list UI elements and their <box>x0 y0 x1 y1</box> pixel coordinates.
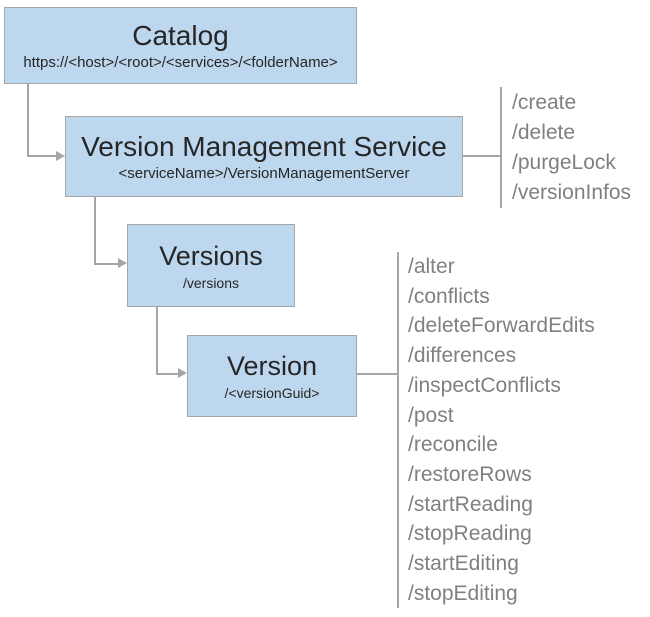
node-versions: Versions /versions <box>127 224 295 307</box>
arrow-right-icon <box>178 368 187 378</box>
operation-item: /versionInfos <box>512 181 632 204</box>
node-catalog-title: Catalog <box>132 19 229 51</box>
connector-catalog-to-vms <box>27 84 57 157</box>
arrow-right-icon <box>56 151 65 161</box>
node-catalog: Catalog https://<host>/<root>/<services>… <box>4 7 357 84</box>
node-versions-title: Versions <box>159 240 263 271</box>
operation-item: /create <box>512 91 577 114</box>
operation-item: /stopEditing <box>408 581 518 605</box>
operation-item: /inspectConflicts <box>408 373 561 397</box>
node-version-title: Version <box>226 351 318 381</box>
node-version: Version /<versionGuid> <box>187 335 357 417</box>
ops-list-version-management-service: /create/delete/purgeLock/versionInfos <box>512 88 631 208</box>
operation-item: /conflicts <box>408 284 490 308</box>
ops-bracket-version <box>397 252 399 608</box>
node-catalog-url-template: https://<host>/<root>/<services>/<folder… <box>23 53 338 71</box>
operation-item: /deleteForwardEdits <box>408 314 595 338</box>
node-version-management-service-url-template: <serviceName>/VersionManagementServer <box>118 164 410 182</box>
connector-vms-to-versions <box>94 197 119 265</box>
operation-item: /stopReading <box>408 522 532 546</box>
arrow-right-icon <box>118 258 127 268</box>
operation-item: /alter <box>408 255 455 278</box>
node-version-management-service-title: Version Management Service <box>81 130 447 162</box>
operation-item: /startEditing <box>408 552 519 576</box>
operation-item: /delete <box>512 121 576 144</box>
connector-versions-to-version <box>156 307 179 375</box>
operation-item: /purgeLock <box>512 151 616 174</box>
connector-vms-to-ops <box>463 155 501 157</box>
operation-item: /startReading <box>408 492 533 516</box>
ops-list-version: /alter/conflicts/deleteForwardEdits/diff… <box>408 252 595 608</box>
node-version-url-template: /<versionGuid> <box>224 385 320 401</box>
operation-item: /restoreRows <box>408 462 532 486</box>
ops-bracket-vms <box>500 87 502 208</box>
operation-item: /post <box>408 403 454 427</box>
operation-item: /reconcile <box>408 433 498 457</box>
connector-version-to-ops <box>357 373 398 375</box>
node-version-management-service: Version Management Service <serviceName>… <box>65 116 463 197</box>
operation-item: /differences <box>408 344 517 368</box>
node-versions-url-template: /versions <box>182 274 240 291</box>
